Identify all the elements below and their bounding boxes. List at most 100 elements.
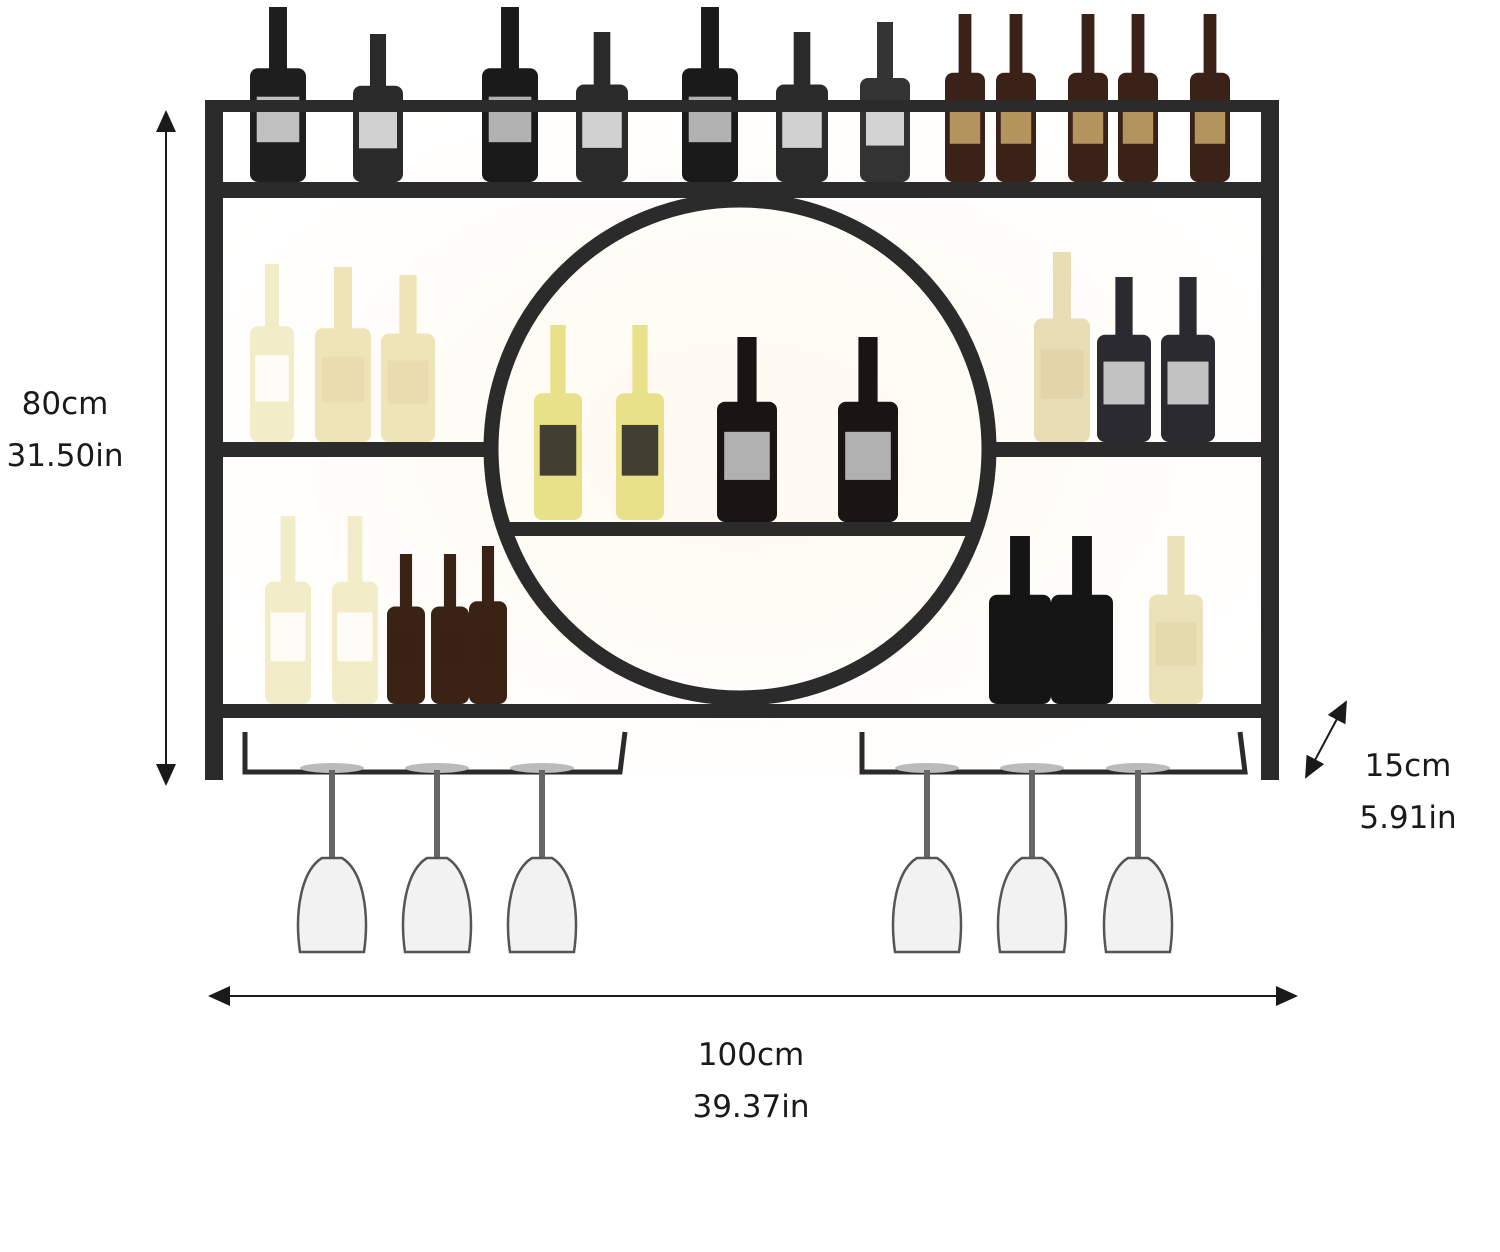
bottle (996, 14, 1036, 182)
wine-glasses (296, 763, 1174, 954)
top-shelf (205, 182, 1278, 198)
bottle (534, 325, 582, 520)
bottle-label (1058, 622, 1106, 666)
bottle-neck (264, 264, 280, 331)
bottle (1190, 14, 1230, 182)
bottle (1161, 277, 1215, 442)
glass-stem (539, 770, 545, 862)
bottle-label (539, 424, 577, 476)
glass-base (510, 763, 574, 773)
bottle-label (270, 612, 306, 662)
bottle (1118, 14, 1158, 182)
depth-imperial: 5.91in (1359, 800, 1457, 836)
left-post (205, 100, 223, 780)
middle-shelf-left (222, 442, 492, 457)
bottle (717, 337, 777, 522)
bottle-label (1155, 622, 1197, 666)
bottle-neck (399, 275, 417, 338)
bottle-label (321, 356, 365, 403)
bottle (616, 325, 664, 520)
wine-glass (506, 763, 578, 954)
depth-label: 15cm 5.91in (1308, 740, 1500, 844)
bottle-neck (858, 337, 878, 406)
bottle-neck (1072, 536, 1092, 599)
bottle-neck (793, 32, 811, 89)
bottle-label (391, 630, 421, 670)
bottle-neck (481, 546, 495, 606)
bottle (682, 7, 738, 182)
bottle-label (473, 626, 503, 669)
height-metric: 80cm (21, 386, 109, 422)
bottle-neck (370, 34, 386, 90)
bottle-neck (1010, 536, 1030, 599)
glass-base (405, 763, 469, 773)
glass-bowl (891, 856, 963, 954)
glass-bowl (1102, 856, 1174, 954)
bottle-neck (1115, 277, 1133, 339)
bottle (250, 7, 306, 182)
bottom-shelf (222, 704, 1262, 718)
glass-stem (1029, 770, 1035, 862)
bottle-neck (1009, 14, 1023, 77)
bottle (838, 337, 898, 522)
bottle-label (1103, 361, 1145, 405)
bottle-neck (632, 325, 648, 398)
glass-rack-right (859, 731, 1248, 775)
bottle-neck (737, 337, 757, 406)
bottle-label (782, 108, 822, 148)
bottle-label (845, 431, 891, 480)
bottle-neck (443, 554, 457, 611)
bottle-neck (280, 516, 296, 586)
bottle-neck (347, 516, 363, 586)
bottle (265, 516, 311, 704)
bottle (315, 267, 371, 442)
bottle (989, 536, 1051, 704)
bottle-neck (501, 7, 519, 73)
bottle (1034, 252, 1090, 442)
bottle-neck (958, 14, 972, 77)
ring-frame (483, 192, 997, 706)
bottle (469, 546, 507, 704)
depth-metric: 15cm (1364, 748, 1452, 784)
wine-glass (1102, 763, 1174, 954)
bottle-label (724, 431, 770, 480)
bottle-neck (1179, 277, 1197, 339)
wine-glass (996, 763, 1068, 954)
bottle (482, 7, 538, 182)
bottle (1051, 536, 1113, 704)
glass-bowl (506, 856, 578, 954)
bottle-neck (334, 267, 352, 333)
shelf-frame (205, 100, 1279, 780)
height-imperial: 31.50in (6, 438, 124, 474)
height-label: 80cm 31.50in (0, 378, 165, 482)
dimension-arrows (156, 110, 1347, 1006)
depth-arrow (1305, 700, 1347, 779)
bottle-neck (269, 7, 287, 73)
glass-stem (434, 770, 440, 862)
glass-bowl (996, 856, 1068, 954)
width-metric: 100cm (697, 1037, 805, 1073)
glass-base (300, 763, 364, 773)
bottle-neck (399, 554, 413, 611)
bottle-neck (877, 22, 893, 82)
bottle-label (621, 424, 659, 476)
wine-glass (891, 763, 963, 954)
width-imperial: 39.37in (692, 1089, 810, 1125)
wine-glass (296, 763, 368, 954)
bottle-neck (1053, 252, 1071, 323)
bottle-label (337, 612, 373, 662)
glass-stem (329, 770, 335, 862)
top-rail (205, 100, 1278, 112)
glass-base (895, 763, 959, 773)
glass-base (1000, 763, 1064, 773)
glass-bowl (296, 856, 368, 954)
bottle-label (1040, 349, 1084, 399)
bottle (381, 275, 435, 442)
bottle-label (582, 108, 622, 148)
bottle (945, 14, 985, 182)
right-post (1261, 100, 1279, 780)
bottle (250, 264, 294, 442)
bottle (1068, 14, 1108, 182)
bottle-label (255, 355, 289, 402)
